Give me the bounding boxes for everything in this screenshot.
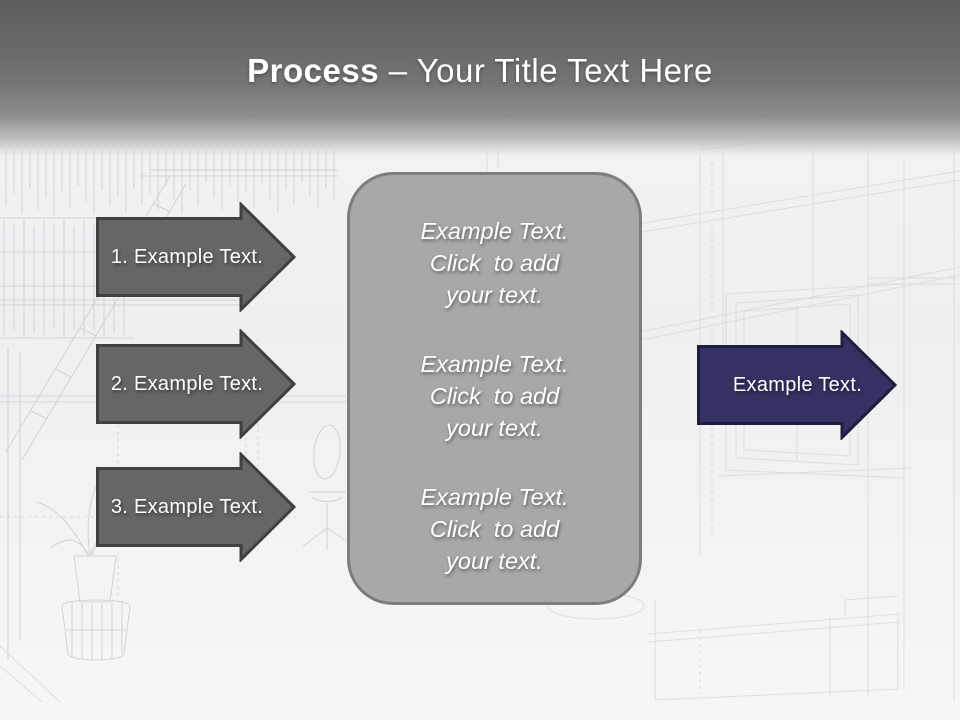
right-arrow-shape-icon bbox=[96, 452, 297, 562]
slide-title[interactable]: Process – Your Title Text Here bbox=[0, 0, 960, 90]
step-label-1: 1. Example Text. bbox=[110, 245, 264, 268]
title-rest: – Your Title Text Here bbox=[379, 52, 713, 89]
process-step-arrow-2[interactable]: 2. Example Text. bbox=[96, 329, 297, 439]
step-label-3: 3. Example Text. bbox=[110, 495, 264, 518]
result-label: Example Text. bbox=[732, 373, 863, 396]
example-text-block-1[interactable]: Example Text. Click to add your text. bbox=[420, 218, 569, 308]
example-text-box[interactable]: Example Text. Click to add your text. Ex… bbox=[347, 172, 642, 605]
step-label-2: 2. Example Text. bbox=[110, 372, 264, 395]
result-arrow[interactable]: Example Text. bbox=[697, 330, 898, 440]
process-step-arrow-1[interactable]: 1. Example Text. bbox=[96, 202, 297, 312]
right-arrow-shape-icon bbox=[96, 329, 297, 439]
example-text-block-2[interactable]: Example Text. Click to add your text. bbox=[420, 351, 569, 441]
sketch-right-structures bbox=[0, 115, 960, 703]
title-bar: Process – Your Title Text Here bbox=[0, 0, 960, 156]
title-keyword: Process bbox=[247, 52, 380, 89]
right-arrow-shape-icon bbox=[96, 202, 297, 312]
process-step-arrow-3[interactable]: 3. Example Text. bbox=[96, 452, 297, 562]
example-text-block-3[interactable]: Example Text. Click to add your text. bbox=[420, 484, 569, 574]
right-arrow-shape-icon bbox=[697, 330, 898, 440]
